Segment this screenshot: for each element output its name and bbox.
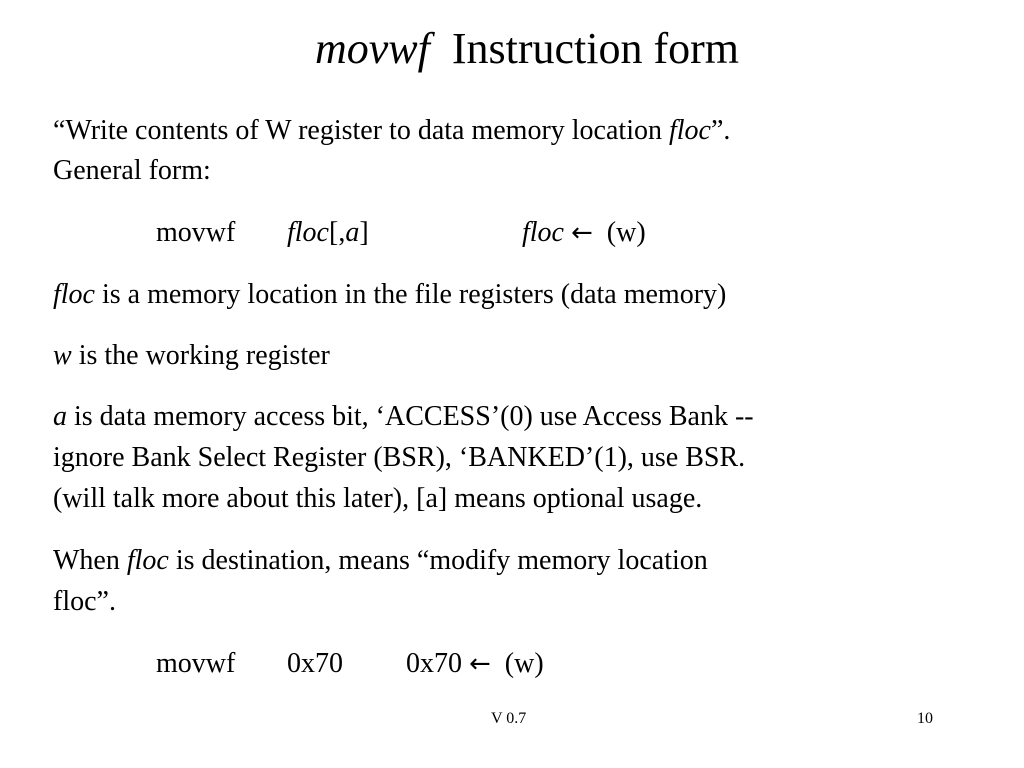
example-effect-dest: 0x70	[406, 648, 462, 679]
syntax-operand-mid: [,	[329, 217, 346, 248]
syntax-operand-end: ]	[359, 217, 369, 248]
footer-version: V 0.7	[491, 710, 527, 727]
general-form-label: General form:	[53, 155, 211, 186]
destination-floc: floc	[126, 545, 169, 576]
title-command: movwf	[314, 24, 430, 73]
example-effect: 0x70 ← (w)	[406, 648, 544, 680]
a-definition-line3: (will talk more about this later), [a] m…	[53, 483, 703, 514]
a-definition-line2: ignore Bank Select Register (BSR), ‘BANK…	[53, 442, 746, 473]
left-arrow-icon: ←	[469, 649, 491, 679]
a-definition-line1: a is data memory access bit, ‘ACCESS’(0)…	[53, 401, 754, 433]
footer-page-number: 10	[917, 710, 933, 727]
syntax-effect: floc ← (w)	[522, 217, 646, 249]
left-arrow-icon: ←	[571, 218, 593, 248]
syntax-operand-a: a	[345, 217, 360, 248]
w-term: w	[53, 340, 72, 371]
destination-line1: When floc is destination, means “modify …	[53, 545, 708, 577]
floc-definition: floc is a memory location in the file re…	[53, 279, 726, 311]
intro-quote-open: “Write contents of W register to data me…	[53, 115, 669, 146]
a-desc-line1: is data memory access bit, ‘ACCESS’(0) u…	[67, 401, 754, 432]
destination-when: When	[53, 545, 127, 576]
slide-title: movwf Instruction form	[0, 22, 1024, 76]
example-mnemonic: movwf	[156, 648, 236, 679]
title-text: Instruction form	[451, 24, 740, 73]
destination-rest: is destination, means “modify memory loc…	[168, 545, 708, 576]
floc-term: floc	[53, 279, 95, 310]
intro-quote-close: ”.	[710, 115, 731, 146]
syntax-operand-floc: floc	[287, 217, 329, 248]
w-definition: w is the working register	[53, 340, 330, 372]
example-effect-w: (w)	[504, 648, 544, 679]
a-term: a	[53, 401, 67, 432]
example-operand: 0x70	[287, 648, 343, 679]
intro-line: “Write contents of W register to data me…	[53, 115, 730, 147]
syntax-operands: floc[,a]	[287, 217, 369, 249]
intro-floc: floc	[668, 115, 711, 146]
w-desc: is the working register	[71, 340, 330, 371]
syntax-effect-w: (w)	[606, 217, 646, 248]
syntax-effect-floc: floc	[522, 217, 564, 248]
destination-line2: floc”.	[53, 586, 116, 617]
syntax-mnemonic: movwf	[156, 217, 236, 248]
floc-desc: is a memory location in the file registe…	[95, 279, 727, 310]
